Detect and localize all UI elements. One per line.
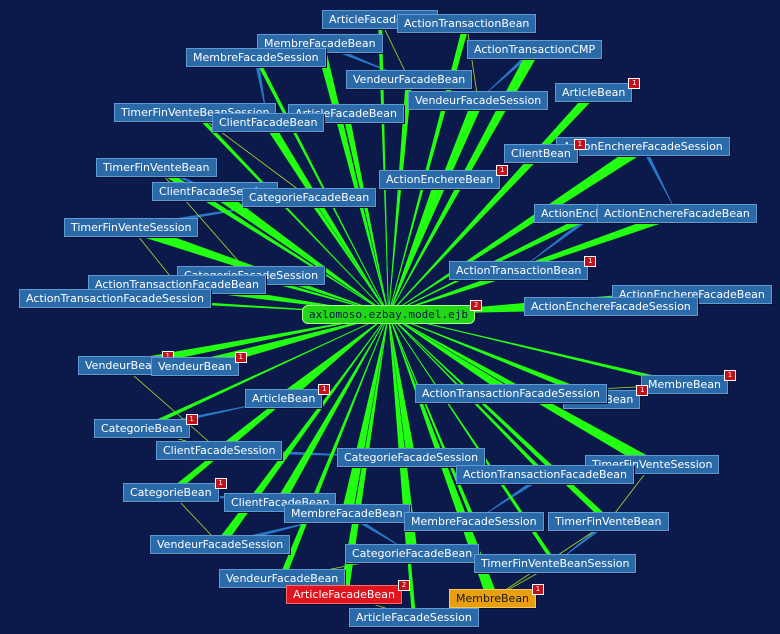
graph-node[interactable]: ClientFacadeSession [156,441,283,460]
count-badge: 1 [234,352,247,363]
center-edge [121,314,389,370]
center-edge-ray [346,314,389,514]
graph-node[interactable]: TimerFinVenteSession [64,218,199,237]
center-edge-ray [388,314,475,522]
graph-node[interactable]: CategorieFacadeBean [242,188,377,207]
center-edge-ray [267,122,389,315]
graph-node[interactable]: ActionTransactionFacadeSession [415,384,607,403]
center-edge-ray [214,191,389,315]
center-edge-ray [141,314,389,429]
secondary-edge [518,211,596,271]
count-badge: 1 [628,78,641,89]
center-edge-ray [388,314,609,522]
center-edge-ray [388,179,440,315]
count-badge: 1 [214,478,227,489]
center-edge-ray [255,57,389,315]
center-edge-ray [388,100,479,315]
center-edge-ray [279,314,389,503]
count-badge: 1 [185,414,198,425]
center-edge-ray [388,314,412,458]
center-package-node[interactable]: axlomoso.ezbay.model.ejb 2 [302,300,482,324]
secondary-edge [641,145,677,214]
graph-node[interactable]: TimerFinVenteBean [548,512,669,531]
center-edge-ray [319,43,389,315]
count-badge: 1 [724,370,737,381]
graph-node[interactable]: ClientFacadeBean [212,113,325,132]
graph-node[interactable]: CategorieFacadeSession [337,448,486,467]
center-edge-ray [388,79,410,315]
graph-node[interactable]: VendeurFacadeSession [150,535,291,554]
graph-node[interactable]: MembreFacadeSession [404,512,544,531]
graph-node[interactable]: ActionEnchereFacadeSession [524,297,698,316]
center-edge-ray [388,153,542,315]
center-edge-ray [388,314,512,394]
count-badge: 1 [532,584,545,595]
center-edge-ray [379,19,389,315]
count-badge: 1 [636,385,649,396]
graph-node[interactable]: ActionTransactionCMP [467,40,603,59]
center-edge-ray [388,146,644,315]
count-badge: 2 [469,300,482,311]
graph-node[interactable]: ActionTransactionFacadeSession [19,289,211,308]
leaf-edge [121,365,220,451]
graph-node[interactable]: ActionEnchereFacadeSession [556,137,730,156]
graph-node[interactable]: TimerFinVenteBean [96,158,217,177]
center-edge-ray [308,197,389,315]
graph-node[interactable]: VendeurFacadeBean [346,70,473,89]
center-edge [388,79,413,315]
center-edge [388,314,603,403]
graph-node[interactable]: MembreFacadeSession [186,48,326,67]
center-edge-ray [388,92,594,315]
count-badge: 2 [397,580,410,591]
center-edge-ray [388,314,685,385]
center-edge [342,112,389,315]
secondary-edge [478,47,536,101]
graph-node[interactable]: ActionTransactionFacadeBean [88,275,267,294]
graph-node[interactable]: ArticleFacadeSession [349,608,479,627]
center-edge [276,314,389,505]
graph-node[interactable]: ActionTransactionFacadeBean [456,465,635,484]
center-edge-ray [194,112,389,315]
leaf-edge [466,23,479,101]
count-badge: 1 [496,165,509,176]
leaf-edge [379,19,410,80]
center-edge [388,314,418,555]
center-edge [388,98,484,315]
center-edge-ray [281,314,389,579]
graph-node[interactable]: TimerFinVenteBeanSession [474,554,637,573]
center-edge-ray [345,113,389,315]
graph-node[interactable]: VendeurFacadeBean [219,569,346,588]
center-edge [388,314,416,459]
graph-node[interactable]: CategorieFacadeBean [345,544,480,563]
count-badge: 1 [573,139,586,150]
graph-node[interactable]: ActionTransactionBean [397,14,537,33]
graph-node[interactable]: ActionEnchereFacadeBean [597,204,757,223]
graph-node[interactable]: VendeurFacadeSession [408,91,549,110]
count-badge: 1 [318,384,331,395]
graph-node[interactable]: MembreFacadeBean [284,504,410,523]
count-badge: 1 [584,256,597,267]
